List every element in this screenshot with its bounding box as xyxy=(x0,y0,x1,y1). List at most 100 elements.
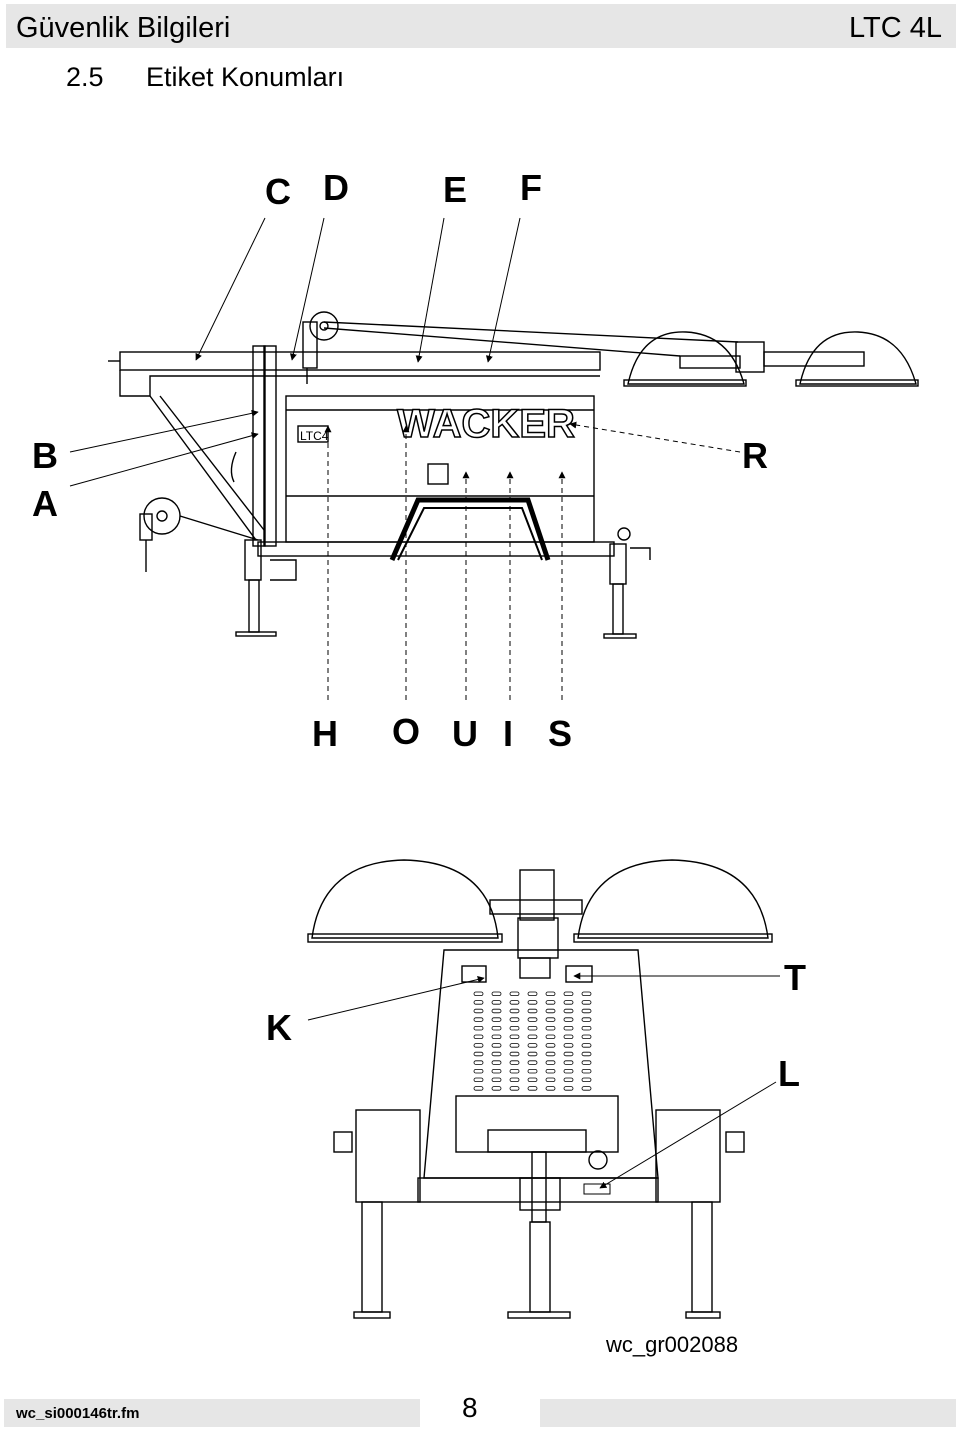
vent-slot xyxy=(545,1051,556,1057)
vent-slot xyxy=(473,1086,484,1091)
callout-o: O xyxy=(392,711,420,752)
vent-slot xyxy=(581,1086,592,1091)
vent-slot xyxy=(509,1008,520,1014)
vent-slot xyxy=(581,1026,592,1031)
vent-slot xyxy=(473,1069,484,1074)
vent-slot xyxy=(581,1051,592,1057)
vent-slot xyxy=(581,1008,592,1014)
callout-b: B xyxy=(32,435,58,476)
vent-slot xyxy=(473,1026,484,1031)
vent-slot xyxy=(509,1069,520,1074)
vent-slot xyxy=(509,1043,520,1048)
vent-slot xyxy=(563,1069,574,1074)
footer-filename: wc_si000146tr.fm xyxy=(16,1405,140,1422)
vent-slot xyxy=(581,991,592,996)
vent-slot xyxy=(545,1060,556,1065)
header-model: LTC 4L xyxy=(849,12,942,44)
vent-slot xyxy=(527,1017,538,1022)
vent-slot xyxy=(563,1077,574,1082)
vent-slot xyxy=(545,1069,556,1074)
vent-slot xyxy=(527,1077,538,1082)
vent-slot xyxy=(491,1043,502,1048)
callout-c: C xyxy=(265,171,291,212)
vent-slot xyxy=(491,1034,502,1039)
vent-slot xyxy=(473,1034,484,1039)
vent-slot xyxy=(509,1034,520,1039)
vent-slot xyxy=(545,1086,556,1091)
vent-slot xyxy=(473,1077,484,1082)
vent-slot xyxy=(473,1008,484,1014)
page-header: Güvenlik Bilgileri LTC 4L xyxy=(6,4,956,48)
vent-slot xyxy=(473,1043,484,1048)
callout-f: F xyxy=(520,167,542,208)
vent-slot xyxy=(473,1017,484,1022)
rear-view-leaders xyxy=(307,972,780,1189)
vent-slot xyxy=(563,1060,574,1065)
vent-slot xyxy=(581,1017,592,1022)
vent-slot xyxy=(563,1051,574,1057)
vent-slot xyxy=(563,1000,574,1005)
vent-slot xyxy=(527,991,538,996)
vent-slot xyxy=(563,1017,574,1022)
vent-slot xyxy=(545,1077,556,1082)
callout-l: L xyxy=(778,1053,800,1094)
header-title: Güvenlik Bilgileri xyxy=(16,12,231,44)
vent-slot xyxy=(527,1069,538,1074)
callout-e: E xyxy=(443,169,467,210)
footer-right-bar xyxy=(540,1399,956,1427)
vent-slot xyxy=(509,1051,520,1057)
callout-r: R xyxy=(742,435,768,476)
vent-slot xyxy=(491,1000,502,1005)
vent-slot xyxy=(581,1034,592,1039)
vent-slot xyxy=(527,1034,538,1039)
vent-slot xyxy=(491,1077,502,1082)
vent-slot xyxy=(509,1017,520,1022)
section-title: Etiket Konumları xyxy=(146,62,345,92)
vent-slot xyxy=(473,991,484,996)
vent-slot xyxy=(563,1034,574,1039)
vent-slot xyxy=(563,1086,574,1091)
vent-slot xyxy=(545,1026,556,1031)
vent-slot xyxy=(563,991,574,996)
vent-slot xyxy=(509,1000,520,1005)
vent-slot xyxy=(491,1069,502,1074)
wacker-panel-logo: WACKER xyxy=(397,402,575,446)
vent-slot xyxy=(491,1051,502,1057)
vent-slot xyxy=(581,1077,592,1082)
vent-slot xyxy=(509,1026,520,1031)
callout-t: T xyxy=(784,957,806,998)
vent-slot xyxy=(473,1000,484,1005)
vent-slot xyxy=(563,1043,574,1048)
vent-slot xyxy=(491,991,502,996)
section-number: 2.5 xyxy=(66,62,104,92)
vent-slot xyxy=(509,1060,520,1065)
vent-slot xyxy=(491,1008,502,1014)
callout-a: A xyxy=(32,483,58,524)
vent-slot xyxy=(491,1086,502,1091)
vent-slot xyxy=(545,1034,556,1039)
vent-grille xyxy=(473,991,592,1091)
vent-slot xyxy=(509,1077,520,1082)
vent-slot xyxy=(545,1008,556,1014)
vent-slot xyxy=(473,1051,484,1057)
vent-slot xyxy=(581,1043,592,1048)
vent-slot xyxy=(527,1043,538,1048)
side-view-leaders xyxy=(69,217,741,700)
callout-u: U xyxy=(452,713,478,754)
page-number: 8 xyxy=(462,1392,478,1423)
vent-slot xyxy=(563,1026,574,1031)
label-plate-l xyxy=(583,1183,611,1195)
vent-slot xyxy=(527,1060,538,1065)
vent-slot xyxy=(545,1000,556,1005)
model-plate: LTC4 xyxy=(300,429,329,443)
side-view-machine xyxy=(108,311,919,639)
vent-slot xyxy=(581,1069,592,1074)
callout-d: D xyxy=(323,167,349,208)
vent-slot xyxy=(563,1008,574,1014)
callout-k: K xyxy=(266,1007,292,1048)
vent-slot xyxy=(581,1000,592,1005)
vent-slot xyxy=(491,1017,502,1022)
vent-slot xyxy=(545,1017,556,1022)
vent-slot xyxy=(527,1086,538,1091)
